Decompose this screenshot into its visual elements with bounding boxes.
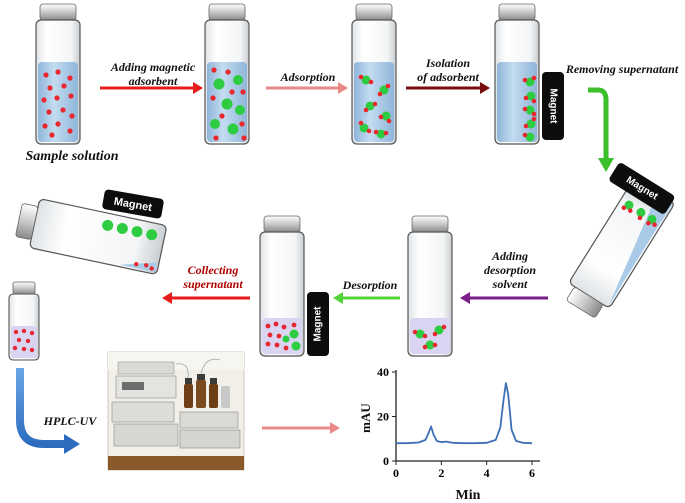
arrow-adsorption: [266, 82, 348, 94]
arrow-removing-supernatant: [588, 87, 614, 172]
y-tick-label: 0: [383, 454, 389, 468]
chromatogram-chart: 0 20 40 0 2 4 6 mAU Min: [358, 365, 540, 503]
y-axis-label: mAU: [358, 403, 373, 433]
chromatogram-series-line: [396, 382, 533, 445]
label-collecting-supernatant: Collecting supernatant: [183, 263, 243, 291]
magnet-block-isolation: Magnet: [542, 72, 564, 140]
arrow-hplc-uv: [16, 368, 80, 454]
vial-adsorption: [351, 3, 397, 145]
vial-desorption: [259, 215, 305, 357]
y-tick-label: 40: [377, 365, 389, 379]
arrow-to-chromatogram: [262, 422, 340, 434]
x-tick-label: 6: [529, 466, 535, 480]
y-tick-label: 20: [377, 410, 389, 424]
label-adsorption: Adsorption: [280, 70, 336, 84]
vial-tilted-collecting: [15, 199, 167, 275]
vial-tilted-removing: Magnet: [566, 163, 675, 318]
magnet-block-desorption: Magnet: [307, 292, 329, 356]
label-desorption: Desorption: [342, 278, 398, 292]
label-hplc-uv: HPLC-UV: [43, 414, 97, 428]
arrow-collecting-supernatant: [162, 292, 250, 304]
hplc-instrument-image: [107, 351, 245, 471]
magnet-block-collecting: Magnet: [102, 189, 164, 219]
x-tick-label: 2: [438, 466, 444, 480]
vial-with-adsorbent: [204, 3, 250, 145]
label-sample-solution: Sample solution: [25, 149, 119, 164]
label-adding-desorption-solvent: Adding desorption solvent: [483, 249, 536, 291]
vial-desorption-solvent: [407, 215, 453, 357]
vial-sample-solution: [35, 3, 81, 145]
arrow-isolation: [406, 82, 490, 94]
label-isolation-of-adsorbent: Isolation of adsorbent: [417, 56, 479, 84]
x-axis-label: Min: [456, 488, 481, 503]
arrow-adding-desorption-solvent: [460, 292, 548, 304]
label-adding-magnetic-adsorbent: Adding magnetic adsorbent: [110, 60, 196, 88]
x-tick-label: 4: [484, 466, 490, 480]
magnet-label-desorption: Magnet: [313, 306, 324, 342]
vial-final-extract: [8, 281, 40, 361]
x-tick-label: 0: [393, 466, 399, 480]
arrow-desorption: [333, 292, 400, 304]
label-removing-supernatant: Removing supernatant: [565, 62, 679, 76]
vial-isolation: [494, 3, 540, 145]
arrow-adding-adsorbent: [100, 82, 203, 94]
magnet-label-isolation: Magnet: [547, 89, 558, 125]
